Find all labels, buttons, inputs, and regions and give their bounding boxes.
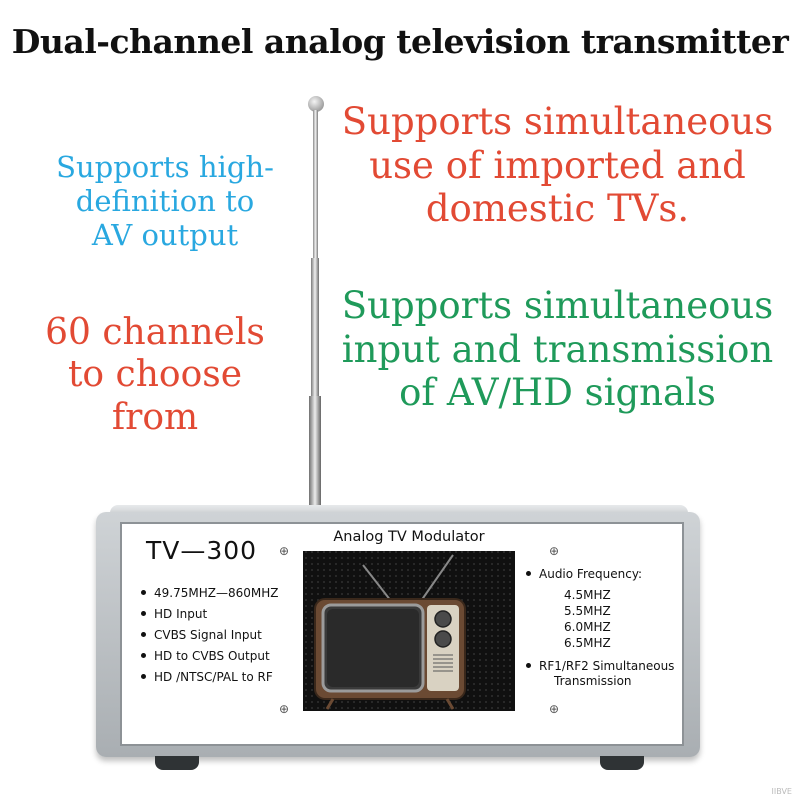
rf-transmission-block: RF1/RF2 Simultaneous Transmission — [522, 659, 674, 689]
callout-line: use of imported and — [369, 143, 746, 187]
callout-line: input and transmission — [341, 327, 774, 371]
callout-line: to choose — [67, 354, 243, 396]
rf-line: RF1/RF2 Simultaneous — [539, 659, 675, 673]
rf-line: Transmission — [554, 674, 632, 688]
audio-frequency-block: Audio Frequency: 4.5MHZ 5.5MHZ 6.0MHZ 6.… — [522, 567, 642, 651]
callout-line: Supports simultaneous — [341, 100, 774, 143]
antenna-segment — [311, 258, 319, 398]
device-foot — [155, 756, 199, 770]
antenna-segment — [309, 396, 321, 520]
callout-line: Supports high- — [56, 150, 274, 184]
feature-item: HD /NTSC/PAL to RF — [137, 667, 278, 688]
device-screen: Analog TV Modulator — [303, 525, 515, 711]
watermark: IIBVE — [771, 787, 793, 796]
feature-item: 49.75MHZ—860MHZ — [137, 583, 278, 604]
audio-frequency-label: Audio Frequency: — [539, 567, 643, 581]
audio-frequency-item: 6.5MHZ — [564, 636, 611, 650]
callout-line: Supports simultaneous — [341, 284, 774, 327]
model-label: TV—300 — [146, 536, 258, 565]
feature-item: CVBS Signal Input — [137, 625, 278, 646]
callout-tv-support: Supports simultaneous use of imported an… — [335, 100, 780, 231]
audio-frequency-item: 5.5MHZ — [564, 604, 611, 618]
audio-frequency-item: 6.0MHZ — [564, 620, 611, 634]
audio-frequency-heading: Audio Frequency: — [522, 567, 642, 581]
screw-icon: ⊕ — [548, 702, 560, 716]
retro-tv-icon — [314, 554, 466, 710]
callout-line: of AV/HD signals — [399, 371, 716, 415]
feature-item: HD Input — [137, 604, 278, 625]
feature-text: CVBS Signal Input — [154, 628, 262, 642]
feature-item: HD to CVBS Output — [137, 646, 278, 667]
callout-line: definition to — [75, 184, 255, 219]
feature-text: HD to CVBS Output — [154, 649, 270, 663]
feature-text: 49.75MHZ—860MHZ — [154, 586, 279, 600]
callout-line: from — [111, 396, 199, 438]
screw-icon: ⊕ — [548, 544, 560, 558]
audio-frequency-list: 4.5MHZ 5.5MHZ 6.0MHZ 6.5MHZ — [564, 587, 642, 651]
audio-frequency-item: 4.5MHZ — [564, 588, 611, 602]
feature-text: HD /NTSC/PAL to RF — [154, 670, 273, 684]
headline: Dual-channel analog television transmitt… — [11, 22, 789, 61]
callout-hd-output: Supports high- definition to AV output — [40, 150, 290, 253]
screen-header — [303, 525, 515, 551]
callout-line: 60 channels — [45, 312, 265, 353]
device-foot — [600, 756, 644, 770]
screw-icon: ⊕ — [278, 544, 290, 558]
antenna-tip — [308, 96, 324, 112]
callout-channels: 60 channels to choose from — [20, 312, 290, 439]
feature-text: HD Input — [154, 607, 208, 621]
feature-list: 49.75MHZ—860MHZ HD Input CVBS Signal Inp… — [137, 583, 278, 688]
callout-line: domestic TVs. — [425, 187, 690, 231]
screw-icon: ⊕ — [278, 702, 290, 716]
callout-signals: Supports simultaneous input and transmis… — [335, 284, 780, 415]
callout-line: AV output — [91, 218, 239, 253]
antenna-segment — [313, 110, 318, 260]
screen-title: Analog TV Modulator — [333, 529, 485, 545]
